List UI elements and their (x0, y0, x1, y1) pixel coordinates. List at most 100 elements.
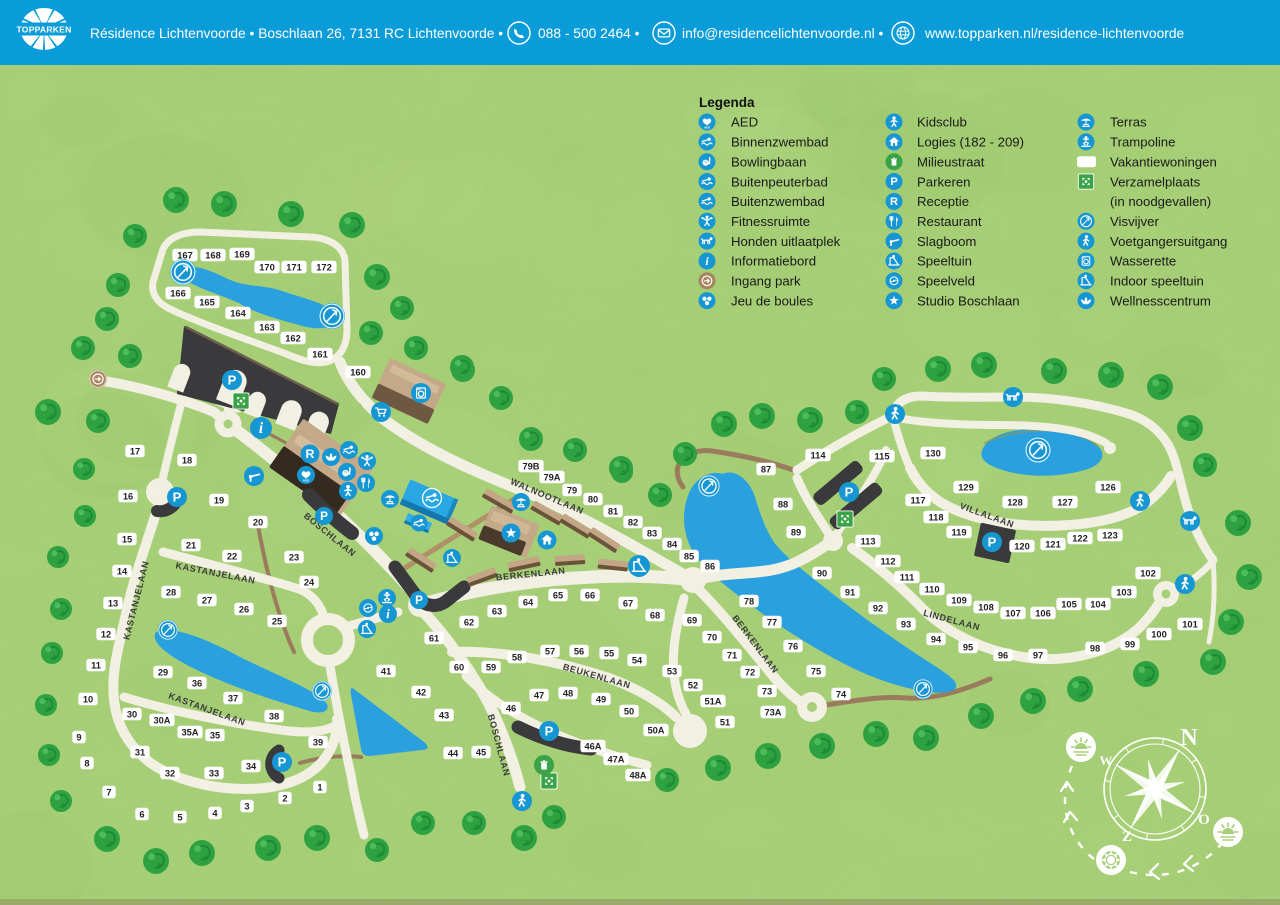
svg-text:95: 95 (963, 642, 973, 652)
svg-text:Verzamelplaats: Verzamelplaats (1110, 174, 1201, 189)
svg-text:50A: 50A (647, 725, 664, 735)
svg-text:44: 44 (448, 748, 459, 758)
svg-text:165: 165 (199, 297, 215, 307)
svg-text:info@residencelichtenvoorde.nl: info@residencelichtenvoorde.nl • (682, 26, 884, 41)
svg-text:72: 72 (745, 667, 755, 677)
svg-text:111: 111 (900, 572, 915, 582)
svg-text:10: 10 (83, 694, 93, 704)
svg-text:88: 88 (778, 499, 788, 509)
svg-text:Studio Boschlaan: Studio Boschlaan (917, 293, 1020, 308)
svg-text:Milieustraat: Milieustraat (917, 154, 985, 169)
svg-text:28: 28 (166, 587, 176, 597)
svg-text:92: 92 (873, 603, 883, 613)
svg-text:115: 115 (875, 451, 890, 461)
svg-text:30: 30 (127, 709, 137, 719)
svg-text:Visvijver: Visvijver (1110, 214, 1159, 229)
svg-text:104: 104 (1090, 599, 1106, 609)
svg-text:Vakantiewoningen: Vakantiewoningen (1110, 154, 1217, 169)
svg-text:2: 2 (282, 793, 287, 803)
svg-text:71: 71 (727, 650, 737, 660)
svg-text:55: 55 (604, 648, 614, 658)
svg-text:19: 19 (214, 495, 224, 505)
svg-text:127: 127 (1057, 497, 1073, 507)
svg-text:(in noodgevallen): (in noodgevallen) (1110, 194, 1211, 209)
svg-text:100: 100 (1151, 629, 1167, 639)
svg-text:121: 121 (1045, 539, 1061, 549)
svg-text:AED: AED (704, 125, 710, 129)
svg-text:105: 105 (1061, 599, 1077, 609)
svg-text:Parkeren: Parkeren (917, 174, 971, 189)
svg-text:4: 4 (212, 808, 218, 818)
svg-text:31: 31 (135, 747, 145, 757)
svg-text:49: 49 (596, 694, 606, 704)
svg-text:119: 119 (952, 527, 967, 537)
svg-text:83: 83 (647, 528, 657, 538)
svg-text:1: 1 (317, 782, 322, 792)
svg-text:i: i (386, 607, 390, 621)
svg-text:106: 106 (1035, 608, 1051, 618)
svg-text:73: 73 (762, 686, 772, 696)
svg-text:32: 32 (165, 768, 175, 778)
svg-text:101: 101 (1182, 619, 1198, 629)
svg-text:51A: 51A (704, 696, 721, 706)
svg-text:161: 161 (312, 349, 328, 359)
svg-text:P: P (988, 534, 997, 549)
svg-text:Speeltuin: Speeltuin (917, 254, 972, 269)
svg-text:Bowlingbaan: Bowlingbaan (731, 154, 807, 169)
svg-text:42: 42 (416, 687, 426, 697)
svg-text:i: i (705, 254, 709, 268)
svg-text:36: 36 (192, 678, 202, 688)
svg-text:12: 12 (101, 629, 111, 639)
svg-text:Restaurant: Restaurant (917, 214, 982, 229)
svg-text:088 - 500 2464 •: 088 - 500 2464 • (538, 26, 640, 41)
svg-text:Informatiebord: Informatiebord (731, 254, 816, 269)
svg-text:TOPPARKEN: TOPPARKEN (17, 24, 72, 34)
svg-text:70: 70 (707, 632, 717, 642)
svg-text:160: 160 (350, 367, 366, 377)
svg-text:R: R (306, 447, 315, 461)
svg-text:61: 61 (429, 633, 439, 643)
svg-text:P: P (320, 510, 328, 523)
svg-text:81: 81 (608, 506, 618, 516)
svg-text:126: 126 (1100, 482, 1116, 492)
svg-text:48A: 48A (629, 770, 646, 780)
svg-text:54: 54 (632, 655, 643, 665)
svg-text:Voetgangersuitgang: Voetgangersuitgang (1110, 234, 1227, 249)
svg-text:79A: 79A (543, 472, 560, 482)
svg-text:94: 94 (931, 634, 942, 644)
svg-text:118: 118 (929, 512, 944, 522)
svg-text:16: 16 (123, 491, 133, 501)
svg-text:14: 14 (117, 566, 128, 576)
svg-text:P: P (845, 484, 854, 499)
svg-text:7: 7 (106, 787, 111, 797)
svg-text:P: P (545, 723, 554, 738)
svg-text:48: 48 (563, 688, 573, 698)
svg-text:i: i (259, 420, 264, 437)
svg-text:Binnenzwembad: Binnenzwembad (731, 135, 829, 150)
svg-text:Logies (182 - 209): Logies (182 - 209) (917, 135, 1024, 150)
svg-text:107: 107 (1005, 608, 1021, 618)
svg-text:18: 18 (182, 455, 192, 465)
svg-text:P: P (173, 489, 182, 504)
svg-text:103: 103 (1116, 587, 1132, 597)
svg-text:62: 62 (464, 617, 474, 627)
svg-text:3: 3 (244, 801, 249, 811)
svg-text:Speelveld: Speelveld (917, 274, 975, 289)
svg-text:86: 86 (705, 561, 715, 571)
svg-text:15: 15 (122, 534, 132, 544)
svg-text:60: 60 (454, 662, 464, 672)
svg-text:65: 65 (553, 590, 563, 600)
svg-text:Legenda: Legenda (699, 95, 755, 110)
svg-text:164: 164 (230, 308, 246, 318)
svg-text:110: 110 (925, 584, 940, 594)
svg-text:21: 21 (186, 540, 196, 550)
svg-text:46: 46 (506, 703, 516, 713)
svg-text:8: 8 (84, 758, 89, 768)
svg-text:57: 57 (545, 646, 555, 656)
svg-text:47: 47 (534, 690, 544, 700)
svg-text:56: 56 (574, 646, 584, 656)
svg-text:Résidence Lichtenvoorde • Bosc: Résidence Lichtenvoorde • Boschlaan 26, … (90, 26, 503, 41)
svg-text:79B: 79B (522, 461, 539, 471)
svg-text:P: P (278, 754, 287, 769)
svg-text:122: 122 (1072, 533, 1088, 543)
